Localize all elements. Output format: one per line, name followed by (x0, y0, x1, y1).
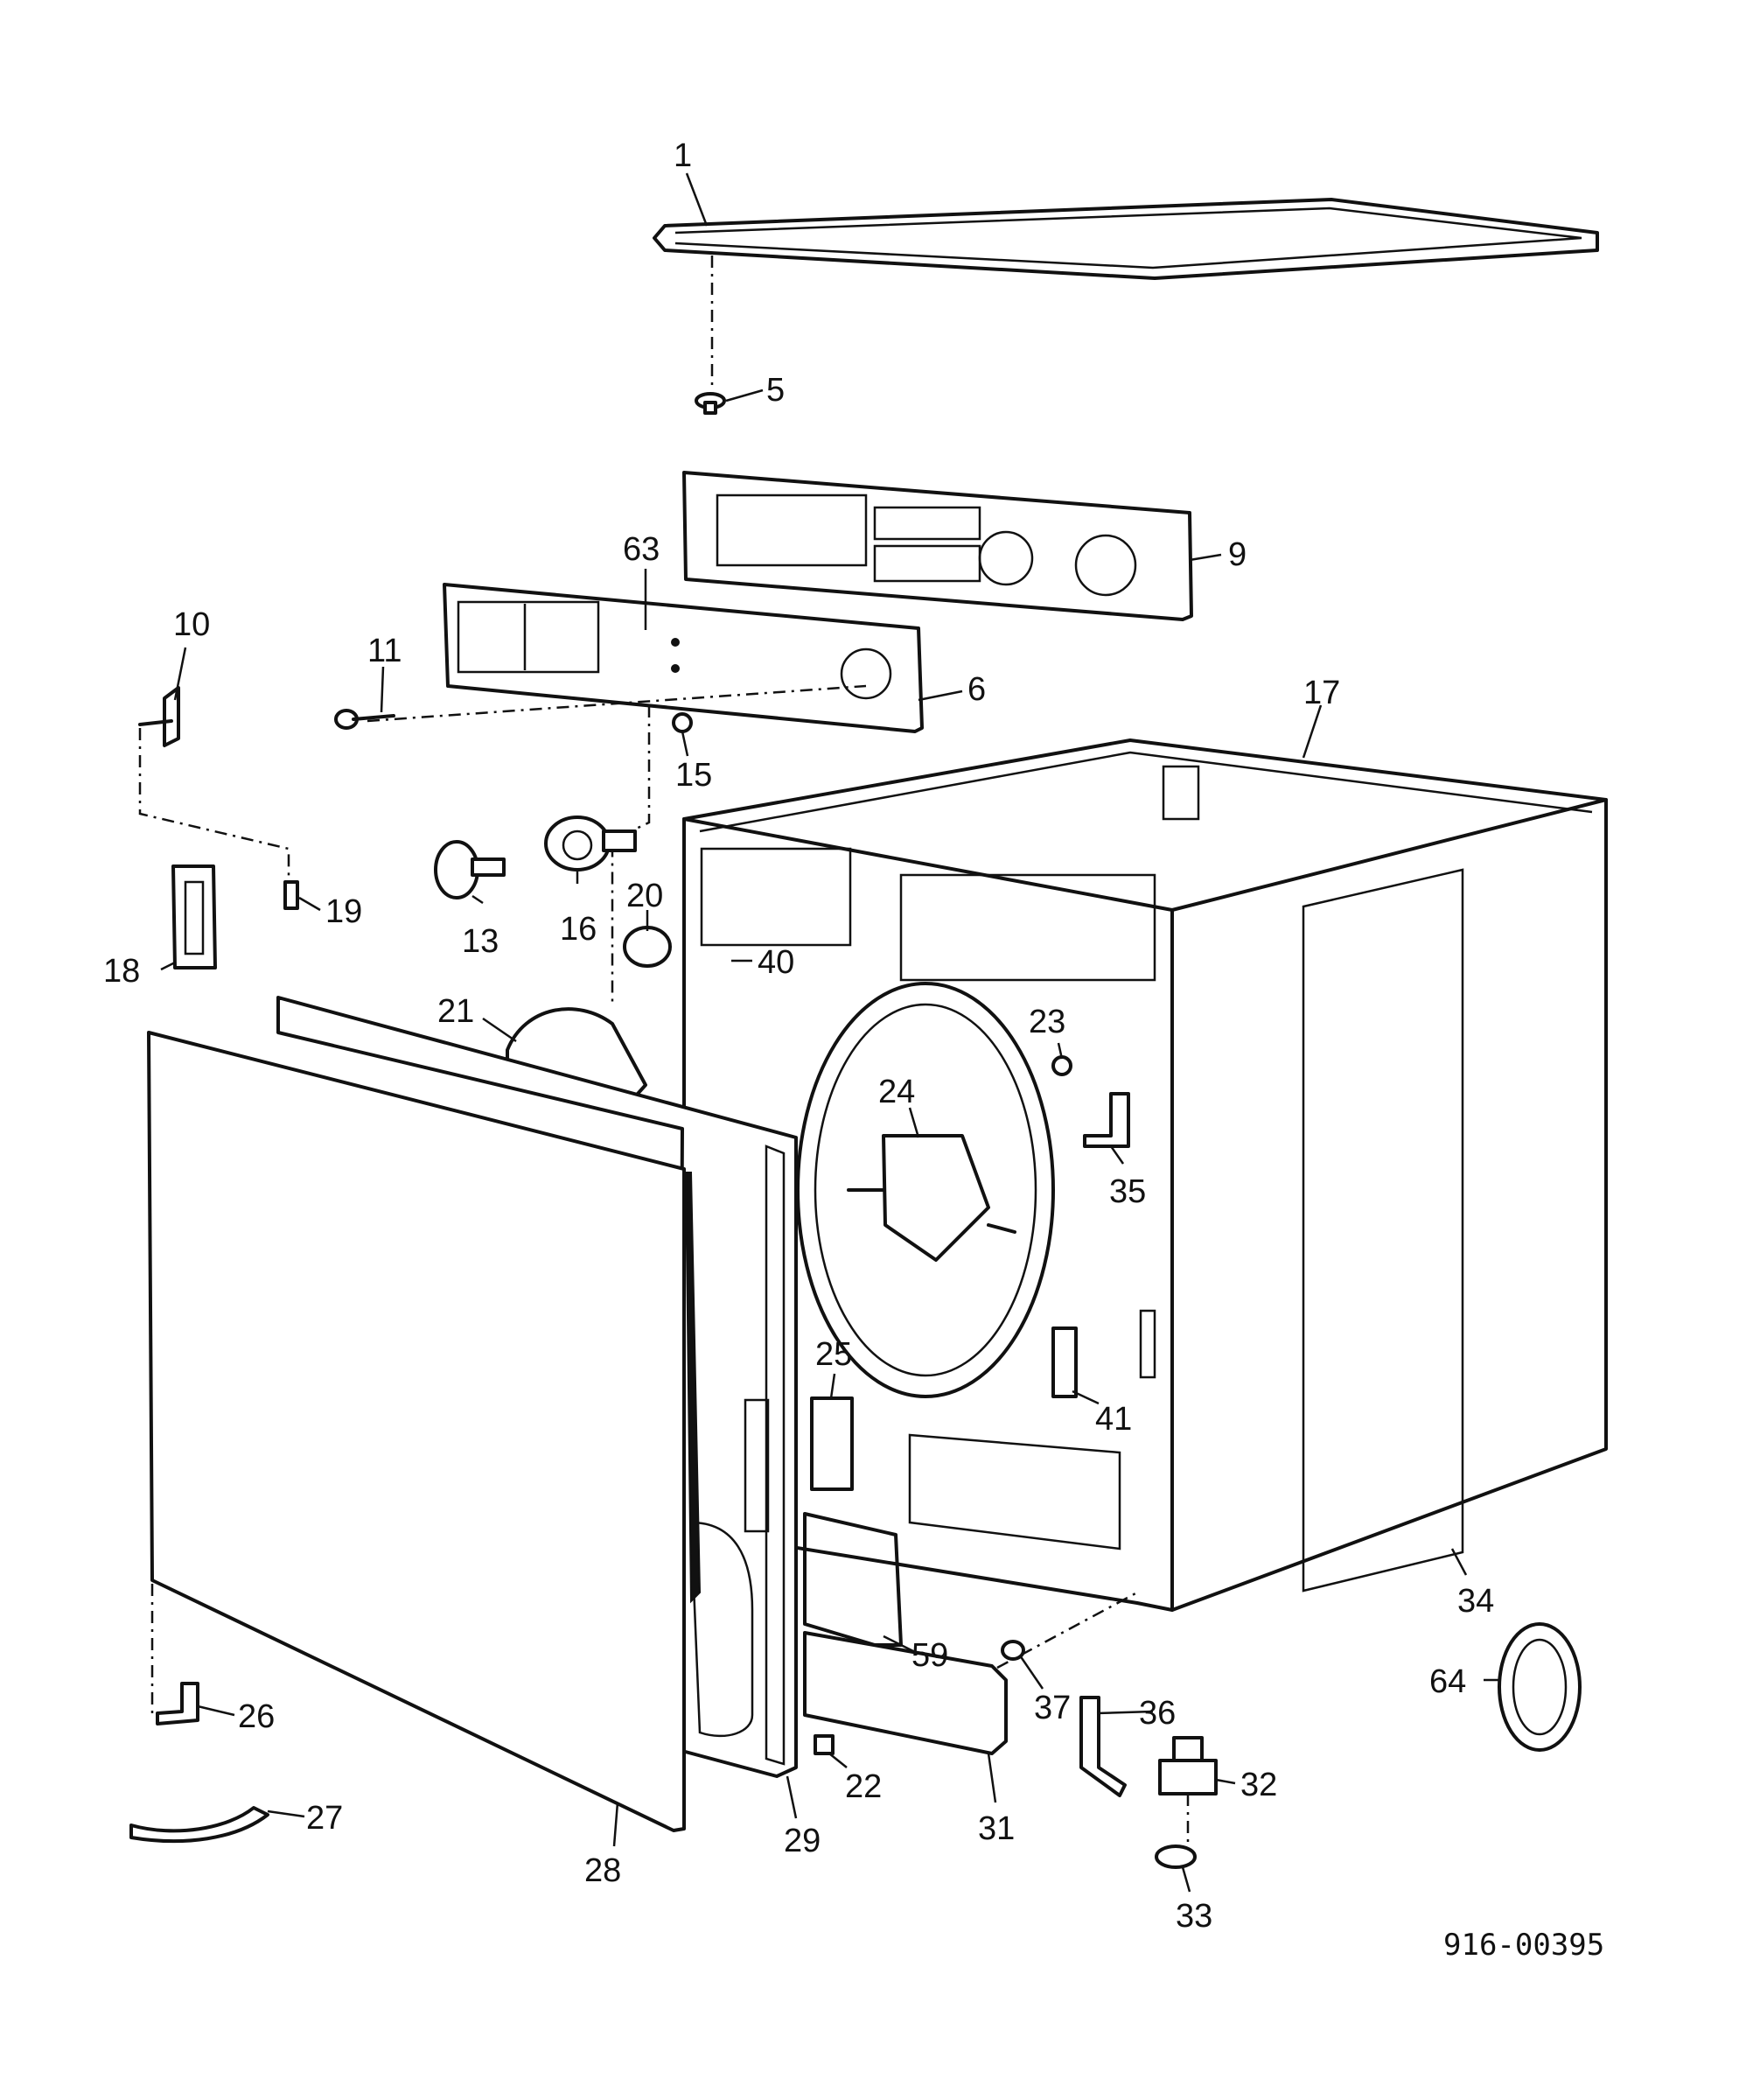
part-clip-15 (672, 712, 693, 733)
callout-6: 6 (967, 671, 986, 708)
part-washer-33 (1155, 1844, 1197, 1869)
callout-27: 27 (306, 1800, 343, 1837)
part-hose-27 (129, 1806, 269, 1844)
part-gasket-59 (803, 1512, 903, 1647)
part-knob-16 (544, 816, 637, 872)
part-foot-32 (1158, 1736, 1218, 1796)
part-screw-5 (695, 392, 726, 415)
callout-16: 16 (560, 911, 597, 948)
part-switch-25 (810, 1396, 854, 1491)
part-kickplate-31 (803, 1631, 1008, 1755)
part-top-lid (653, 198, 1599, 280)
dash-line (367, 684, 867, 723)
part-pin-19 (283, 880, 299, 910)
callout-36: 36 (1139, 1695, 1176, 1732)
callout-9: 9 (1228, 536, 1247, 573)
part-screw-37 (1001, 1640, 1025, 1661)
part-fascia-panel (443, 583, 924, 733)
part-latch-18 (171, 864, 217, 970)
callout-32: 32 (1240, 1767, 1277, 1803)
callout-11: 11 (367, 633, 402, 669)
part-bracket-26 (156, 1682, 199, 1726)
callout-59: 59 (911, 1637, 948, 1674)
callout-10: 10 (173, 606, 210, 643)
callout-28: 28 (584, 1852, 621, 1889)
diagram-code: 916-00395 (1443, 1928, 1604, 1963)
part-drum-24 (847, 1134, 1016, 1262)
callout-24: 24 (878, 1074, 915, 1110)
callout-37: 37 (1034, 1690, 1071, 1726)
callout-63: 63 (623, 531, 660, 568)
part-screw-22 (814, 1734, 835, 1755)
leader-lines (160, 172, 1501, 1893)
callout-21: 21 (437, 993, 474, 1030)
callout-20: 20 (626, 878, 663, 914)
callout-35: 35 (1109, 1173, 1146, 1210)
callout-29: 29 (784, 1823, 821, 1859)
part-bracket-35 (1083, 1092, 1130, 1148)
callout-22: 22 (845, 1768, 882, 1805)
part-switch-20 (623, 926, 672, 968)
part-hinge-10 (138, 686, 180, 747)
part-control-panel (682, 471, 1193, 621)
callout-34: 34 (1457, 1583, 1494, 1620)
callout-31: 31 (978, 1810, 1015, 1847)
callout-18: 18 (103, 953, 140, 990)
callout-1: 1 (674, 137, 692, 174)
callout-64: 64 (1429, 1663, 1466, 1700)
callout-25: 25 (815, 1336, 852, 1373)
part-front-door (147, 1031, 702, 1832)
callout-19: 19 (325, 893, 362, 930)
part-clip-23 (1051, 1055, 1072, 1076)
callout-15: 15 (675, 757, 712, 794)
part-bracket-36 (1079, 1696, 1127, 1797)
callout-labels: 1 5 9 63 6 10 11 17 15 13 16 19 20 18 40… (103, 137, 1604, 1963)
callout-17: 17 (1303, 675, 1340, 711)
callout-26: 26 (238, 1698, 275, 1735)
part-filter-64 (1498, 1622, 1582, 1752)
callout-5: 5 (766, 372, 785, 409)
part-screw-11 (334, 709, 395, 730)
part-bracket-41 (1051, 1326, 1078, 1398)
callout-33: 33 (1176, 1898, 1212, 1935)
callout-23: 23 (1029, 1004, 1065, 1040)
callout-40: 40 (758, 944, 794, 981)
callout-41: 41 (1095, 1401, 1132, 1438)
part-knob-13 (434, 840, 506, 900)
callout-13: 13 (462, 923, 499, 960)
